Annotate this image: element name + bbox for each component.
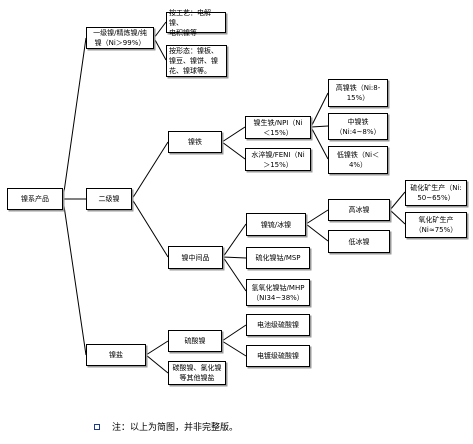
connector-nickel-iron [221, 126, 246, 160]
node-low-nickel-iron: 低镍铁（Ni＜4%） [328, 146, 388, 174]
node-nickel-iron: 镍铁 [168, 131, 222, 153]
node-other-salts: 碳酸镍、氯化镍 等其他镍盐 [168, 361, 226, 385]
node-level2-nickel: 二级镍 [86, 188, 132, 210]
connector-sulfate [221, 324, 247, 357]
node-matte: 镍锍/冰镍 [246, 213, 306, 236]
node-level1-nickel: 一级镍/精炼镍/纯 镍（Ni＞99%） [86, 27, 154, 49]
node-low-matte: 低冰镍 [328, 230, 390, 253]
node-sulfide-production: 硫化矿生产（Ni: 50~65%） [405, 180, 467, 206]
connector-salt [145, 340, 169, 374]
node-plating-grade: 电镀级硫酸镍 [246, 345, 310, 367]
node-feni: 水淬镍/FENI（Ni ＞15%） [245, 148, 311, 171]
connector-high-matte [389, 191, 406, 225]
node-high-nickel-iron: 高镍铁（Ni:8- 15%） [328, 79, 388, 107]
node-battery-grade: 电池级硫酸镍 [246, 314, 310, 336]
connector-npi [310, 92, 329, 160]
node-nickel-salt: 镍盐 [86, 344, 146, 366]
footnote: 注：以上为简图，并非完整版。 [94, 420, 238, 433]
connector-level2 [131, 141, 169, 258]
node-by-process: 按工艺：电解镍、 电积镍等 [166, 9, 226, 37]
connector-matte [305, 209, 329, 242]
node-msp: 硫化镍钴/MSP [246, 247, 310, 269]
footnote-text: 注：以上为简图，并非完整版。 [112, 423, 239, 433]
node-root: 镍系产品 [7, 188, 63, 210]
connector-level1 [153, 21, 167, 61]
node-mid-nickel-iron: 中镍铁（Ni:4~8%） [328, 113, 388, 140]
connector-intermediate [222, 223, 247, 292]
node-by-shape: 按形态：镍板、 镍豆、镍饼、镍 花、镍球等。 [166, 45, 227, 77]
connector-root [62, 37, 87, 356]
node-high-matte: 高冰镍 [328, 199, 390, 221]
node-npi: 镍生铁/NPI（Ni ＜15%） [245, 116, 311, 139]
node-nickel-sulfate: 硫酸镍 [168, 330, 222, 352]
node-intermediate: 镍中间品 [168, 246, 223, 269]
node-oxide-production: 氧化矿生产 （Ni≈75%） [405, 212, 467, 238]
square-bullet-icon [94, 423, 100, 430]
node-mhp: 氢氧化镍钴/MHP （NI34~38%） [246, 279, 310, 306]
